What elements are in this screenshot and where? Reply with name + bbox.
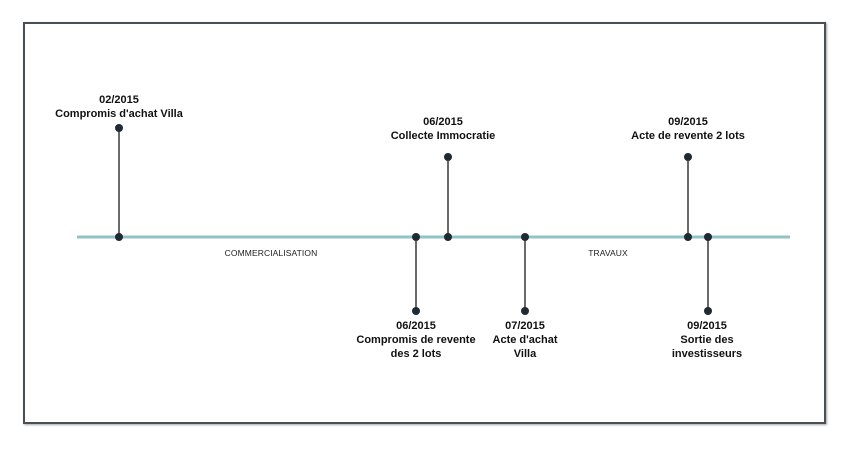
event-label: Villa xyxy=(514,348,537,360)
event-marker xyxy=(444,153,452,161)
event-date: 02/2015 xyxy=(99,94,139,106)
event-label: Acte d'achat xyxy=(493,334,558,346)
event-label: Acte de revente 2 lots xyxy=(631,130,745,142)
axis-marker xyxy=(444,233,452,241)
axis-marker xyxy=(115,233,123,241)
event-marker xyxy=(412,307,420,315)
event-label: des 2 lots xyxy=(391,348,442,360)
event-label: Compromis d'achat Villa xyxy=(55,108,184,120)
timeline-event-sortie: 09/2015 Sortie des investisseurs xyxy=(672,233,742,360)
timeline-event-acte-achat: 07/2015 Acte d'achat Villa xyxy=(493,233,558,360)
diagram-frame xyxy=(23,22,826,424)
timeline-event-collecte: 06/2015 Collecte Immocratie xyxy=(391,116,496,241)
phase-label-travaux: TRAVAUX xyxy=(588,248,628,258)
event-label: Sortie des xyxy=(680,334,733,346)
timeline-event-compromis-achat: 02/2015 Compromis d'achat Villa xyxy=(55,94,184,241)
event-label: investisseurs xyxy=(672,348,742,360)
event-marker xyxy=(115,124,123,132)
event-date: 09/2015 xyxy=(668,116,708,128)
axis-marker xyxy=(704,233,712,241)
event-marker xyxy=(684,153,692,161)
event-date: 06/2015 xyxy=(423,116,463,128)
event-date: 07/2015 xyxy=(505,320,545,332)
event-date: 06/2015 xyxy=(396,320,436,332)
event-label: Compromis de revente xyxy=(356,334,475,346)
axis-marker xyxy=(684,233,692,241)
event-marker xyxy=(521,307,529,315)
event-label: Collecte Immocratie xyxy=(391,130,496,142)
event-marker xyxy=(704,307,712,315)
timeline-event-acte-revente: 09/2015 Acte de revente 2 lots xyxy=(631,116,745,241)
event-date: 09/2015 xyxy=(687,320,727,332)
axis-marker xyxy=(521,233,529,241)
phase-label-commercialisation: COMMERCIALISATION xyxy=(225,248,318,258)
axis-marker xyxy=(412,233,420,241)
timeline-event-compromis-revente: 06/2015 Compromis de revente des 2 lots xyxy=(356,233,476,360)
